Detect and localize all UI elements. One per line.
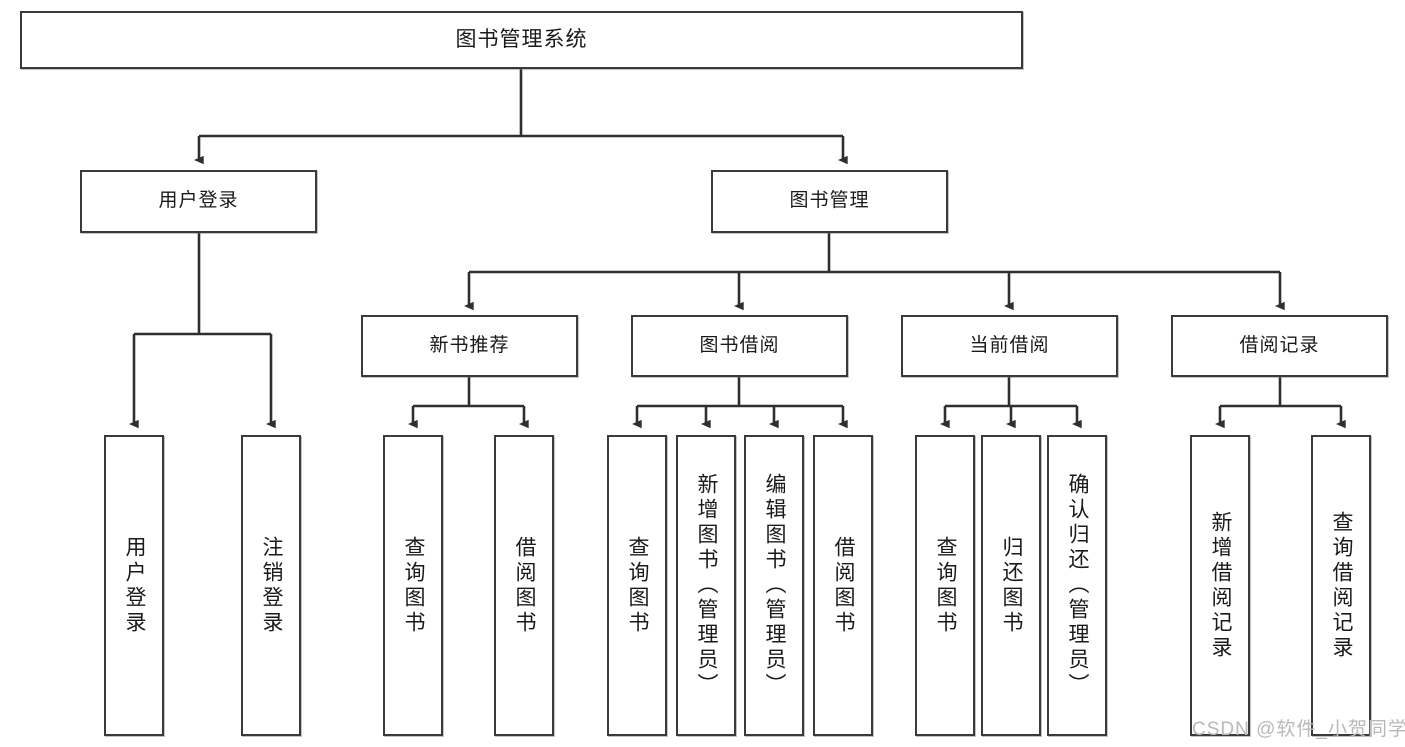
leaf-current-confirm-return-admin[interactable]: 确认归还（管理员） xyxy=(1047,435,1107,736)
node-label: 查询借阅记录 xyxy=(1330,510,1354,661)
node-borrowing-record[interactable]: 借阅记录 xyxy=(1171,315,1388,377)
node-label: 确认归还（管理员） xyxy=(1066,473,1090,698)
csdn-watermark: CSDN @软件_小贺同学 xyxy=(1192,719,1405,740)
node-root-book-management-system[interactable]: 图书管理系统 xyxy=(20,11,1023,69)
node-user-login[interactable]: 用户登录 xyxy=(80,170,317,233)
node-book-management[interactable]: 图书管理 xyxy=(711,170,948,233)
node-label: 图书管理 xyxy=(789,190,870,212)
leaf-borrow-add-book-admin[interactable]: 新增图书（管理员） xyxy=(676,435,736,736)
leaf-user-login-login[interactable]: 用户登录 xyxy=(104,435,164,736)
leaf-record-add-borrow-record[interactable]: 新增借阅记录 xyxy=(1190,435,1250,736)
node-label: 图书管理系统 xyxy=(455,27,588,51)
leaf-user-login-logout[interactable]: 注销登录 xyxy=(241,435,301,736)
node-label: 新增图书（管理员） xyxy=(695,473,719,698)
leaf-borrow-query-books[interactable]: 查询图书 xyxy=(607,435,667,736)
leaf-new-book-borrow-books[interactable]: 借阅图书 xyxy=(494,435,554,736)
node-label: 图书借阅 xyxy=(699,334,780,356)
node-label: 新书推荐 xyxy=(429,334,510,356)
node-label: 注销登录 xyxy=(260,535,284,636)
node-label: 查询图书 xyxy=(934,535,958,636)
node-label: 归还图书 xyxy=(1000,535,1024,636)
node-label: 用户登录 xyxy=(123,535,147,636)
node-label: 查询图书 xyxy=(626,535,650,636)
node-current-borrowing[interactable]: 当前借阅 xyxy=(901,315,1118,377)
node-book-borrowing[interactable]: 图书借阅 xyxy=(631,315,848,377)
node-label: 查询图书 xyxy=(402,535,426,636)
leaf-record-query-borrow-record[interactable]: 查询借阅记录 xyxy=(1311,435,1371,736)
node-label: 当前借阅 xyxy=(969,334,1050,356)
leaf-borrow-edit-book-admin[interactable]: 编辑图书（管理员） xyxy=(744,435,804,736)
node-label: 借阅记录 xyxy=(1239,334,1320,356)
node-label: 用户登录 xyxy=(158,190,239,212)
leaf-current-return-books[interactable]: 归还图书 xyxy=(981,435,1041,736)
leaf-new-book-query-books[interactable]: 查询图书 xyxy=(383,435,443,736)
node-new-book-recommendation[interactable]: 新书推荐 xyxy=(361,315,578,377)
node-label: 新增借阅记录 xyxy=(1209,510,1233,661)
leaf-current-query-books[interactable]: 查询图书 xyxy=(915,435,975,736)
node-label: 借阅图书 xyxy=(832,535,856,636)
node-label: 借阅图书 xyxy=(513,535,537,636)
node-label: 编辑图书（管理员） xyxy=(763,473,787,698)
leaf-borrow-borrow-books[interactable]: 借阅图书 xyxy=(813,435,873,736)
